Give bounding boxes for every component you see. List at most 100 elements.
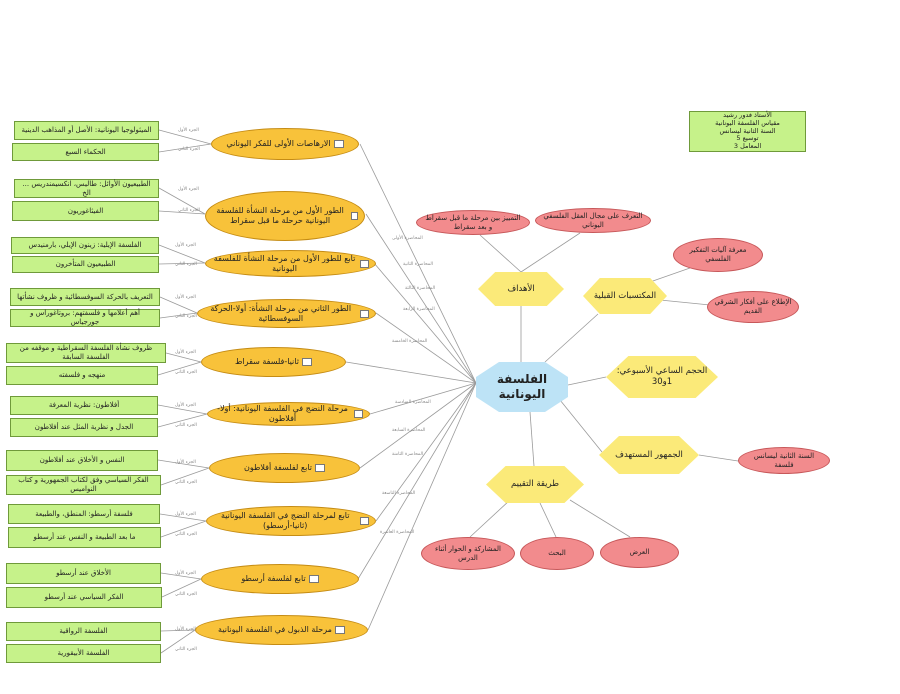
edge-label: المحاضرة الخامسة bbox=[392, 339, 428, 344]
connector-line bbox=[160, 520, 207, 538]
connector-line bbox=[544, 313, 599, 363]
central-topic[interactable]: الفلسفة اليونانية bbox=[476, 362, 568, 412]
lecture-part-box[interactable]: الفكر السياسي وفق لكتاب الجمهورية و كتاب… bbox=[6, 475, 161, 495]
connector-line bbox=[160, 629, 196, 632]
note-icon[interactable] bbox=[354, 410, 363, 418]
weekly-volume-node[interactable]: الحجم الساعي الأسبوعي: 1و30 bbox=[606, 356, 718, 398]
lecture-part-box[interactable]: الميثولوجيا اليونانية: الأصل أو المذاهب … bbox=[14, 121, 159, 140]
info-line: المعامل 3 bbox=[733, 142, 762, 151]
connector-line bbox=[345, 361, 477, 384]
note-icon[interactable] bbox=[334, 626, 345, 634]
lecture-4[interactable]: الطور الثاني من مرحلة النشأة: أولا-الحرك… bbox=[197, 299, 376, 328]
part-label: الجزء الأول bbox=[175, 627, 196, 632]
part-label: الجزء الثاني bbox=[178, 147, 200, 152]
connector-line bbox=[157, 361, 202, 376]
lecture-part-box[interactable]: الفلسفة الإيلية: زينون الإيلي، بارمنيدس bbox=[11, 237, 159, 254]
connector-line bbox=[159, 296, 198, 314]
lecture-part-box[interactable]: الفكر السياسي عند أرسطو bbox=[6, 587, 162, 608]
evaluation-node[interactable]: طريقة التقييم bbox=[486, 466, 584, 503]
prior-knowledge-node[interactable]: المكتسبات القبلية bbox=[583, 278, 667, 314]
edge-label: المحاضرة العاشرة bbox=[380, 530, 415, 535]
info-line: توسيع 5 bbox=[736, 134, 759, 143]
lecture-8[interactable]: تابع لمرحلة النضج في الفلسفة اليونانية (… bbox=[206, 506, 376, 536]
part-label: الجزء الأول bbox=[175, 243, 196, 248]
lecture-5[interactable]: ثانيا-فلسفة سقراط bbox=[201, 347, 346, 377]
lecture-title: تابع للطور الأول من مرحلة النشأة للفلسفة… bbox=[213, 253, 356, 273]
connector-line bbox=[161, 578, 202, 598]
lecture-3[interactable]: تابع للطور الأول من مرحلة النشأة للفلسفة… bbox=[205, 250, 376, 277]
note-icon[interactable] bbox=[360, 259, 369, 268]
lecture-10[interactable]: مرحلة الذبول في الفلسفة اليونانية bbox=[195, 615, 368, 645]
lecture-title: الطور الثاني من مرحلة النشأة: أولا-الحرك… bbox=[210, 303, 352, 323]
part-label: الجزء الثاني bbox=[178, 208, 200, 213]
course-info-box[interactable]: الأستاذ فدور رشيد مقياس الفلسفة اليوناني… bbox=[689, 111, 806, 152]
connector-line bbox=[365, 213, 477, 384]
evaluation-item[interactable]: البحث bbox=[520, 537, 594, 570]
lecture-part-box[interactable]: التعريف بالحركة السوفسطائية و ظروف نشأته… bbox=[10, 288, 160, 306]
connector-line bbox=[158, 129, 212, 145]
connector-line bbox=[369, 382, 477, 415]
lecture-1[interactable]: الارهاصات الأولى للفكر اليوناني bbox=[211, 128, 359, 160]
lecture-part-box[interactable]: الطبيعيون الأوائل: طاليس، انكسيمندريس ..… bbox=[14, 179, 159, 198]
part-label: الجزء الأول bbox=[178, 128, 199, 133]
prior-item[interactable]: معرفة آليات التفكير الفلسفي bbox=[673, 238, 763, 272]
info-line: مقياس الفلسفة اليونانية bbox=[715, 118, 780, 127]
prior-item[interactable]: الإطلاع على أفكار الشرقي القديم bbox=[707, 291, 799, 323]
lecture-part-box[interactable]: منهجه و فلسفته bbox=[6, 366, 158, 385]
connector-line bbox=[158, 143, 212, 153]
objective-item[interactable]: التعرف على مجال العقل الفلسفي اليوناني bbox=[535, 208, 651, 233]
lecture-6[interactable]: مرحلة النضج في الفلسفة اليونانية: أولا-أ… bbox=[207, 402, 370, 426]
lecture-part-box[interactable]: أهم أعلامها و فلسفتهم: بروتاغوراس و جورج… bbox=[10, 309, 160, 327]
lecture-9[interactable]: تابع لفلسفة أرسطو bbox=[201, 564, 359, 594]
note-icon[interactable] bbox=[360, 309, 369, 318]
audience-item[interactable]: السنة الثانية ليسانس فلسفة bbox=[738, 447, 830, 474]
part-label: الجزء الثاني bbox=[175, 314, 197, 319]
note-icon[interactable] bbox=[333, 140, 344, 148]
lecture-part-box[interactable]: الحكماء السبع bbox=[12, 143, 159, 161]
part-label: الجزء الأول bbox=[178, 187, 199, 192]
lecture-part-box[interactable]: ما بعد الطبيعة و النفس عند أرسطو bbox=[8, 527, 161, 548]
edge-label: المحاضرة الأولى bbox=[392, 236, 423, 241]
lecture-part-box[interactable]: فلسفة أرسطو: المنطق، والطبيعة bbox=[8, 504, 160, 524]
part-label: الجزء الثاني bbox=[175, 480, 197, 485]
audience-node[interactable]: الجمهور المستهدف bbox=[599, 436, 699, 474]
lecture-part-box[interactable]: الطبيعيون المتأخرون bbox=[12, 256, 159, 273]
lecture-part-box[interactable]: الفلسفة الرواقية bbox=[6, 622, 161, 641]
connector-line bbox=[559, 399, 603, 453]
note-icon[interactable] bbox=[360, 517, 369, 525]
connector-line bbox=[539, 502, 557, 538]
objectives-node[interactable]: الأهداف bbox=[478, 272, 564, 306]
lecture-title: تابع لمرحلة النضج في الفلسفة اليونانية (… bbox=[220, 511, 350, 530]
part-label: الجزء الثاني bbox=[175, 423, 197, 428]
note-icon[interactable] bbox=[351, 212, 358, 220]
connector-line bbox=[165, 352, 202, 363]
edge-label: المحاضرة السابعة bbox=[392, 428, 426, 433]
edge-label: المحاضرة السادسة bbox=[395, 400, 431, 405]
lecture-title: مرحلة النضج في الفلسفة اليونانية: أولا-أ… bbox=[217, 404, 348, 423]
evaluation-item[interactable]: العرض bbox=[600, 537, 679, 568]
lecture-part-box[interactable]: الفيثاغوريون bbox=[12, 201, 159, 221]
note-icon[interactable] bbox=[308, 575, 319, 583]
evaluation-item[interactable]: المشاركة و الحوار أثناء الدرس bbox=[421, 537, 515, 570]
part-label: الجزء الأول bbox=[175, 403, 196, 408]
lecture-part-box[interactable]: ظروف نشأة الفلسفة السقراطية و موقفه من ا… bbox=[6, 343, 166, 363]
connector-line bbox=[359, 382, 477, 469]
lecture-part-box[interactable]: الجدل و نظرية المثل عند أفلاطون bbox=[10, 418, 158, 437]
connector-line bbox=[158, 244, 206, 264]
edge-label: المحاضرة الثامنة bbox=[392, 452, 424, 457]
part-label: الجزء الأول bbox=[175, 571, 196, 576]
lecture-title: مرحلة الذبول في الفلسفة اليونانية bbox=[218, 625, 332, 634]
lecture-title: تابع لفلسفة أرسطو bbox=[241, 574, 306, 583]
lecture-part-box[interactable]: الفلسفة الأبيقورية bbox=[6, 644, 161, 663]
lecture-part-box[interactable]: النفس و الأخلاق عند أفلاطون bbox=[6, 450, 158, 471]
lecture-part-box[interactable]: أفلاطون: نظرية المعرفة bbox=[10, 396, 158, 415]
connector-line bbox=[157, 413, 208, 428]
note-icon[interactable] bbox=[315, 464, 326, 472]
lecture-part-box[interactable]: الأخلاق عند أرسطو bbox=[6, 563, 161, 584]
lecture-2[interactable]: الطور الأول من مرحلة النشأة للفلسفة اليو… bbox=[205, 191, 365, 241]
lecture-7[interactable]: تابع لفلسفة أفلاطون bbox=[209, 453, 360, 483]
objective-item[interactable]: التمييز بين مرحلة ما قبل سقراط و بعد سقر… bbox=[416, 210, 530, 235]
note-icon[interactable] bbox=[301, 358, 312, 366]
connector-line bbox=[569, 499, 631, 538]
part-label: الجزء الثاني bbox=[175, 647, 197, 652]
